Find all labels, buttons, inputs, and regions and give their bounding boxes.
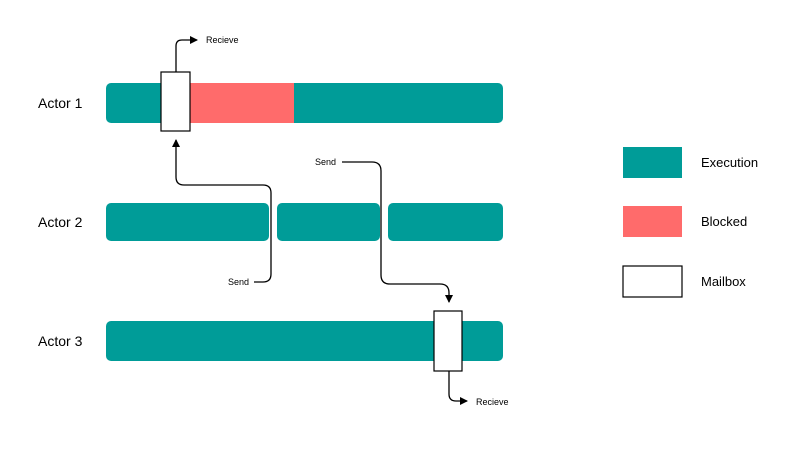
actor-2-send-label: Send — [228, 277, 249, 287]
actor-3-timeline — [106, 310, 503, 372]
legend-mailbox-swatch — [622, 265, 683, 298]
actor-1-mailbox — [160, 71, 191, 132]
actor-1-receive-arrow — [175, 36, 198, 72]
actor-2-label: Actor 2 — [38, 214, 83, 230]
actor-1-send-arrow — [342, 161, 453, 303]
actor-2-execution-segment — [106, 203, 269, 241]
actor-2-execution-segment — [277, 203, 380, 241]
legend-execution-label: Execution — [701, 155, 758, 170]
actor-2-send-arrow — [172, 139, 272, 283]
legend-blocked-swatch — [623, 206, 682, 237]
actor-2-execution-segment — [388, 203, 503, 241]
actor-3-receive-label: Recieve — [476, 397, 509, 407]
actor-3-mailbox — [433, 310, 463, 372]
actor-1-label: Actor 1 — [38, 95, 83, 111]
actor-1-timeline — [106, 71, 503, 132]
legend-execution-swatch — [623, 147, 682, 178]
legend: Execution Blocked Mailbox — [622, 147, 758, 298]
actor-3-execution-bar — [106, 321, 503, 361]
legend-mailbox-label: Mailbox — [701, 274, 746, 289]
actor-1-send-label: Send — [315, 157, 336, 167]
actor-2-timeline — [106, 203, 503, 241]
actor-3-label: Actor 3 — [38, 333, 83, 349]
actor-3-receive-arrow — [448, 371, 468, 405]
legend-blocked-label: Blocked — [701, 214, 747, 229]
actor-1-blocked-segment — [190, 83, 294, 123]
actor-1-receive-label: Recieve — [206, 35, 239, 45]
